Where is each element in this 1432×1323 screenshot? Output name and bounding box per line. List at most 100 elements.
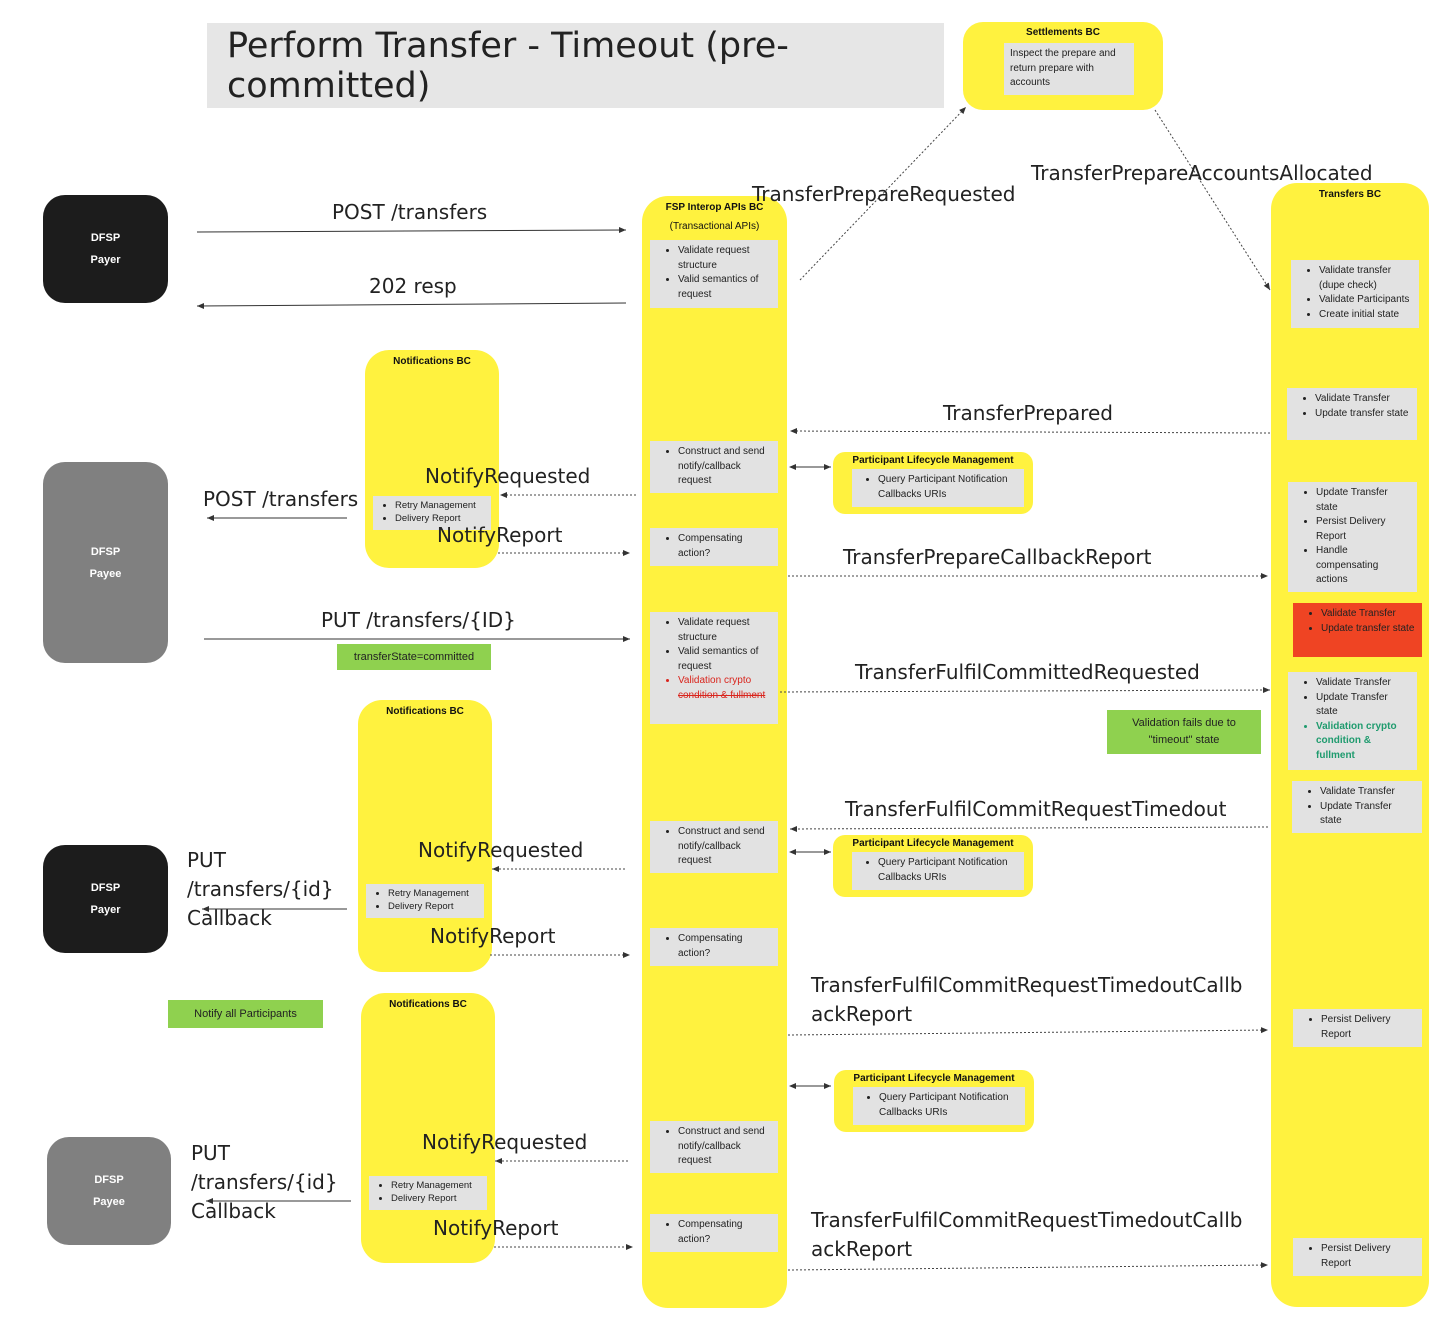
dfsp-role: Payer [90,254,121,266]
list-item: Update Transfer state [1316,691,1411,720]
arrow-timedout-callback-2 [787,1262,1269,1271]
transfers-header: Transfers BC [1318,189,1382,200]
list-item: Valid semantics of request [678,273,772,302]
list-item: Retry Management [388,887,478,900]
list-item: Construct and send notify/callback reque… [678,445,772,489]
settlements-bc: Settlements BC Inspect the prepare and r… [963,22,1163,110]
notifications-box-2: Retry ManagementDelivery Report [366,884,484,918]
list-item: Valid semantics of request [678,645,772,674]
label-notify-requested-3: NotifyRequested [422,1130,588,1154]
transfers-box-timedout: Validate TransferUpdate Transfer state [1292,781,1422,833]
plm-box-2: Query Participant Notification Callbacks… [852,852,1024,890]
note-notify-all: Notify all Participants [168,1000,323,1028]
label-put-callback-payee: PUT /transfers/{id} Callback [191,1141,338,1223]
list-item: Delivery Report [391,1192,481,1205]
label-prepare-requested: TransferPrepareRequested [752,182,1016,206]
fsp-box-validate-1: Validate request structureValid semantic… [650,240,778,308]
list-item: Query Participant Notification Callbacks… [879,1091,1019,1120]
fsp-box-construct-1: Construct and send notify/callback reque… [650,441,778,493]
dfsp-label: DFSP [90,882,121,894]
list-item: Handle compensating actions [1316,544,1411,588]
list-item: Retry Management [395,499,485,512]
dfsp-payer-1: DFSP Payer [43,195,168,303]
label-timedout-callback-2: TransferFulfilCommitRequestTimedoutCallb… [811,1208,1243,1261]
label-commit-timedout: TransferFulfilCommitRequestTimedout [845,797,1227,821]
crypto-text: Validation crypto [678,675,752,686]
arrow-commit-timedout [789,825,1269,832]
page-title: Perform Transfer - Timeout (pre-committe… [207,23,944,108]
list-item: Update transfer state [1315,407,1411,422]
plm-header: Participant Lifecycle Management [852,455,1014,466]
label-notify-requested-1: NotifyRequested [425,464,591,488]
list-item: Construct and send notify/callback reque… [678,1125,772,1169]
notifications-header: Notifications BC [389,999,467,1010]
list-item: Update Transfer state [1320,800,1416,829]
list-item: Validate Transfer [1320,785,1416,800]
list-item-crypto: Validation crypto condition & fullment [678,674,772,703]
fsp-box-compensating-1: Compensating action? [650,528,778,566]
dfsp-label: DFSP [94,1174,124,1186]
list-item: Compensating action? [678,532,772,561]
notifications-box-3: Retry ManagementDelivery Report [369,1176,487,1210]
label-transfer-prepared: TransferPrepared [943,401,1113,425]
arrow-timedout-callback-1 [787,1027,1269,1036]
list-item: Update Transfer state [1316,486,1411,515]
note-committed: transferState=committed [337,644,491,670]
dfsp-role: Payee [89,567,122,580]
plm-header: Participant Lifecycle Management [852,838,1014,849]
notifications-header: Notifications BC [386,706,464,717]
list-item: Validate transfer (dupe check) [1319,264,1413,293]
label-fulfil-committed: TransferFulfilCommittedRequested [855,660,1200,684]
list-item: Validate Transfer [1316,676,1411,691]
list-item: Query Participant Notification Callbacks… [878,856,1018,885]
list-item: Query Participant Notification Callbacks… [878,473,1018,502]
notifications-bc-2: Notifications BC [358,700,492,972]
transfers-box-red: Validate TransferUpdate transfer state [1293,603,1422,657]
label-put-callback-payer: PUT /transfers/{id} Callback [187,848,334,930]
dfsp-payer-2: DFSP Payer [43,845,168,953]
label-notify-requested-2: NotifyRequested [418,838,584,862]
list-item: Validate Transfer [1321,607,1416,622]
list-item: Persist Delivery Report [1321,1242,1416,1271]
list-item: Validate request structure [678,616,772,645]
transfers-box-prepared: Validate TransferUpdate transfer state [1287,388,1417,440]
list-item: Compensating action? [678,1218,772,1247]
dfsp-payee-2: DFSP Payee [47,1137,171,1245]
transfers-box-validate: Validate transfer (dupe check)Validate P… [1291,260,1419,328]
label-put-transfers: PUT /transfers/{ID} [321,608,516,632]
list-item: Retry Management [391,1179,481,1192]
arrow-post-transfers [196,227,627,234]
transfers-box-persist-1: Persist Delivery Report [1293,1009,1422,1047]
list-item: Validate request structure [678,244,772,273]
plm-box-1: Query Participant Notification Callbacks… [852,469,1024,507]
dfsp-payee-1: DFSP Payee [43,462,168,663]
crypto-strike-text: condition & fullment [678,689,766,701]
list-item: Validate Transfer [1315,392,1411,407]
list-item: Compensating action? [678,932,772,961]
fsp-interop-header: FSP Interop APIs BC [665,202,764,213]
label-notify-report-3: NotifyReport [433,1216,559,1240]
list-item: Delivery Report [388,900,478,913]
transfers-box-persist-2: Persist Delivery Report [1293,1238,1422,1276]
label-notify-report-2: NotifyReport [430,924,556,948]
label-prepare-accounts: TransferPrepareAccountsAllocated [1031,161,1373,185]
transfers-box-update: Update Transfer statePersist Delivery Re… [1288,482,1417,592]
settlements-box: Inspect the prepare and return prepare w… [1004,43,1134,95]
label-notify-report-1: NotifyReport [437,523,563,547]
notifications-bc-3: Notifications BC [361,993,495,1263]
list-item: Update transfer state [1321,622,1416,637]
list-item: Construct and send notify/callback reque… [678,825,772,869]
arrow-202-resp [196,302,627,309]
label-post-transfers-payee: POST /transfers [203,487,359,511]
list-item: Validate Participants [1319,293,1413,308]
label-post-transfers: POST /transfers [332,200,488,224]
list-item: Persist Delivery Report [1321,1013,1416,1042]
fsp-box-construct-2: Construct and send notify/callback reque… [650,821,778,873]
plm-header: Participant Lifecycle Management [853,1073,1015,1084]
notifications-box-1: Retry ManagementDelivery Report [373,496,491,530]
dfsp-role: Payee [93,1196,125,1208]
note-timeout: Validation fails due to "timeout" state [1107,710,1261,754]
dfsp-label: DFSP [90,232,121,244]
fsp-box-validate-2: Validate request structure Valid semanti… [650,612,778,724]
fsp-box-compensating-2: Compensating action? [650,928,778,966]
